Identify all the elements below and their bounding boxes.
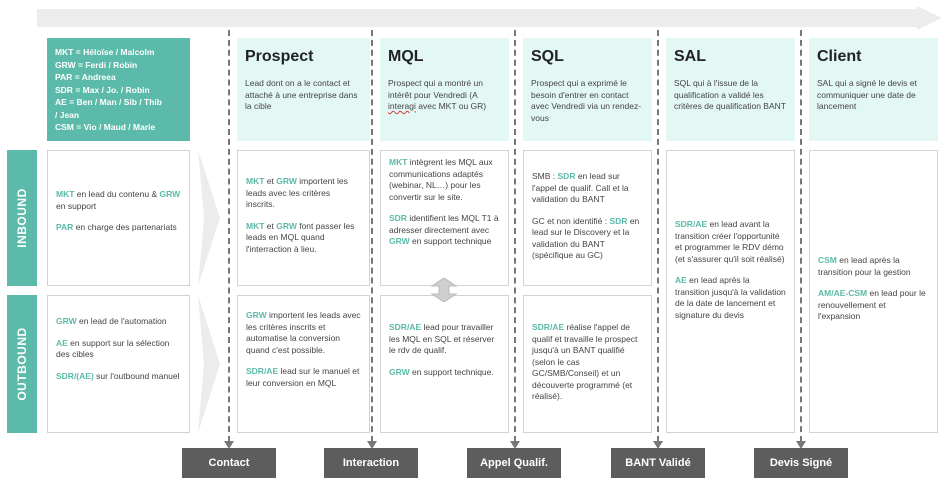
inbound-mql-cell: MKT intègrent les MQL aux communications… bbox=[380, 150, 509, 286]
outbound-label: OUTBOUND bbox=[15, 327, 29, 401]
stage-title: SQL bbox=[531, 48, 564, 65]
outbound-sql-cell: SDR/AE réalise l'appel de qualif et trav… bbox=[523, 295, 652, 433]
legend-line: MKT = Héloïse / Malcolm bbox=[55, 47, 155, 57]
stage-separator bbox=[800, 30, 802, 442]
stage-title: Prospect bbox=[245, 48, 314, 65]
stage-sql: SQL Prospect qui a exprimé le besoin d'e… bbox=[523, 38, 652, 141]
arrow-down-icon bbox=[224, 441, 234, 449]
stage-prospect: Prospect Lead dont on a le contact et at… bbox=[237, 38, 370, 141]
stage-client: Client SAL qui a signé le devis et commu… bbox=[809, 38, 938, 141]
client-cell: CSM en lead après la transition pour la … bbox=[809, 150, 938, 433]
chevron-right-icon bbox=[198, 150, 220, 286]
inbound-label: INBOUND bbox=[15, 188, 29, 248]
stage-separator bbox=[657, 30, 659, 442]
milestone-interaction: Interaction bbox=[324, 448, 418, 478]
stage-title: Client bbox=[817, 48, 862, 65]
legend-line: GRW = Ferdi / Robin bbox=[55, 59, 138, 70]
outbound-prospect-cell: GRW importent les leads avec les critère… bbox=[237, 295, 370, 433]
stage-separator bbox=[514, 30, 516, 442]
stage-description: SQL qui à l'issue de la qualification a … bbox=[674, 78, 786, 111]
inbound-prospect-cell: MKT et GRW importent les leads avec les … bbox=[237, 150, 370, 286]
stage-title: SAL bbox=[674, 48, 706, 65]
legend-line: PAR = Andreea bbox=[55, 72, 116, 82]
legend-line: SDR = Max / Jo. / Robin bbox=[55, 84, 150, 95]
stage-title: MQL bbox=[388, 48, 424, 65]
legend-line: CSM = Vio / Maud / Marie bbox=[55, 122, 156, 132]
outbound-roles-cell: GRW en lead de l'automation AE en suppor… bbox=[47, 295, 190, 433]
outbound-mql-cell: SDR/AE lead pour travailler les MQL en S… bbox=[380, 295, 509, 433]
sal-cell: SDR/AE en lead avant la transition créer… bbox=[666, 150, 795, 433]
milestone-devis-signe: Devis Signé bbox=[754, 448, 848, 478]
stage-mql: MQL Prospect qui a montré un intérêt pou… bbox=[380, 38, 509, 141]
progress-arrow bbox=[37, 6, 942, 30]
chevron-right-icon bbox=[198, 295, 220, 433]
milestone-bant-valide: BANT Validé bbox=[611, 448, 705, 478]
inbound-sql-cell: SMB : SDR en lead sur l'appel de qualif.… bbox=[523, 150, 652, 286]
arrow-down-icon bbox=[367, 441, 377, 449]
arrow-down-icon bbox=[510, 441, 520, 449]
inbound-tab: INBOUND bbox=[7, 150, 37, 286]
arrow-down-icon bbox=[653, 441, 663, 449]
stage-separator bbox=[228, 30, 230, 442]
stage-description: Lead dont on a le contact et attaché à u… bbox=[245, 78, 358, 111]
milestone-appel-qualif: Appel Qualif. bbox=[467, 448, 561, 478]
milestone-contact: Contact bbox=[182, 448, 276, 478]
stage-sal: SAL SQL qui à l'issue de la qualificatio… bbox=[666, 38, 795, 141]
inbound-roles-cell: MKT en lead du contenu & GRW en support … bbox=[47, 150, 190, 286]
double-arrow-icon bbox=[430, 278, 458, 302]
stage-description: Prospect qui a montré un intérêt pour Ve… bbox=[388, 78, 487, 111]
outbound-tab: OUTBOUND bbox=[7, 295, 37, 433]
stage-separator bbox=[371, 30, 373, 442]
stage-description: SAL qui a signé le devis et communiquer … bbox=[817, 78, 917, 111]
legend-line: / Jean bbox=[55, 109, 80, 120]
stage-description: Prospect qui a exprimé le besoin d'entre… bbox=[531, 78, 642, 123]
arrow-down-icon bbox=[796, 441, 806, 449]
legend-line: AE = Ben / Man / Sib / Thib bbox=[55, 97, 162, 107]
